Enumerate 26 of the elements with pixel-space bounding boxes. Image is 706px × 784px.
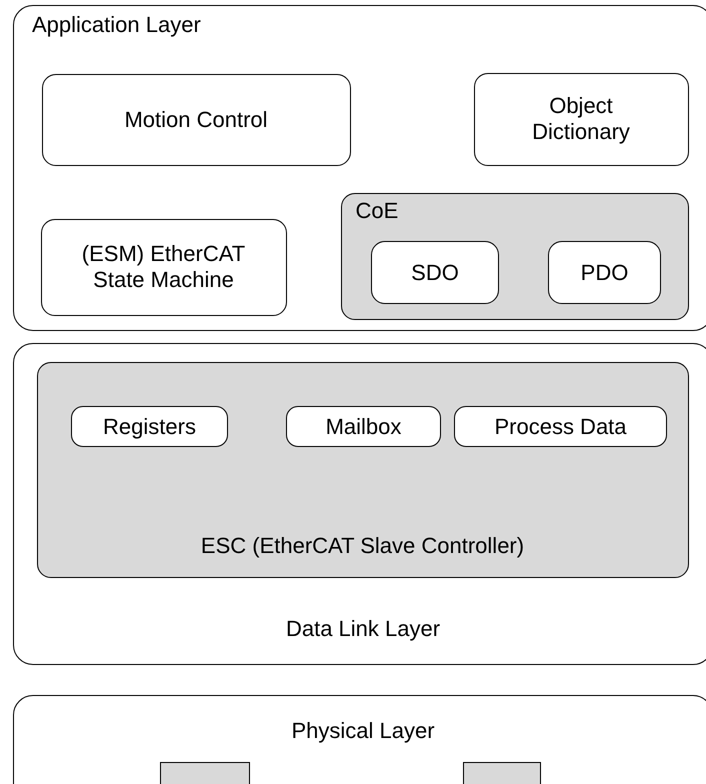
layer-label: ESC (EtherCAT Slave Controller) [200, 532, 526, 558]
module-box [40, 218, 286, 316]
layer-panel [13, 343, 706, 665]
layer-label: Physical Layer [290, 718, 436, 744]
group-panel [36, 362, 688, 578]
module-label: Object Dictionary [531, 93, 631, 145]
module-box [71, 406, 228, 447]
module-box [286, 406, 441, 447]
module-box [474, 72, 688, 166]
layer-label: Data Link Layer [284, 616, 442, 642]
module-box [548, 241, 661, 304]
module-label: (ESM) EtherCAT State Machine [80, 241, 246, 293]
module-label: SDO [410, 260, 460, 286]
layer-panel [13, 695, 706, 784]
group-panel [340, 192, 688, 320]
module-label: Mailbox [324, 414, 402, 440]
layer-label: Application Layer [32, 12, 201, 38]
module-box [371, 241, 499, 304]
module-label: Process Data [493, 414, 628, 440]
layer-label: CoE [356, 198, 398, 224]
module-label: PDO [580, 260, 630, 286]
module-label: Registers [102, 414, 197, 440]
module-box [42, 74, 350, 166]
layer-panel [13, 5, 706, 331]
module-label: Motion Control [123, 106, 269, 132]
module-box [454, 406, 667, 447]
